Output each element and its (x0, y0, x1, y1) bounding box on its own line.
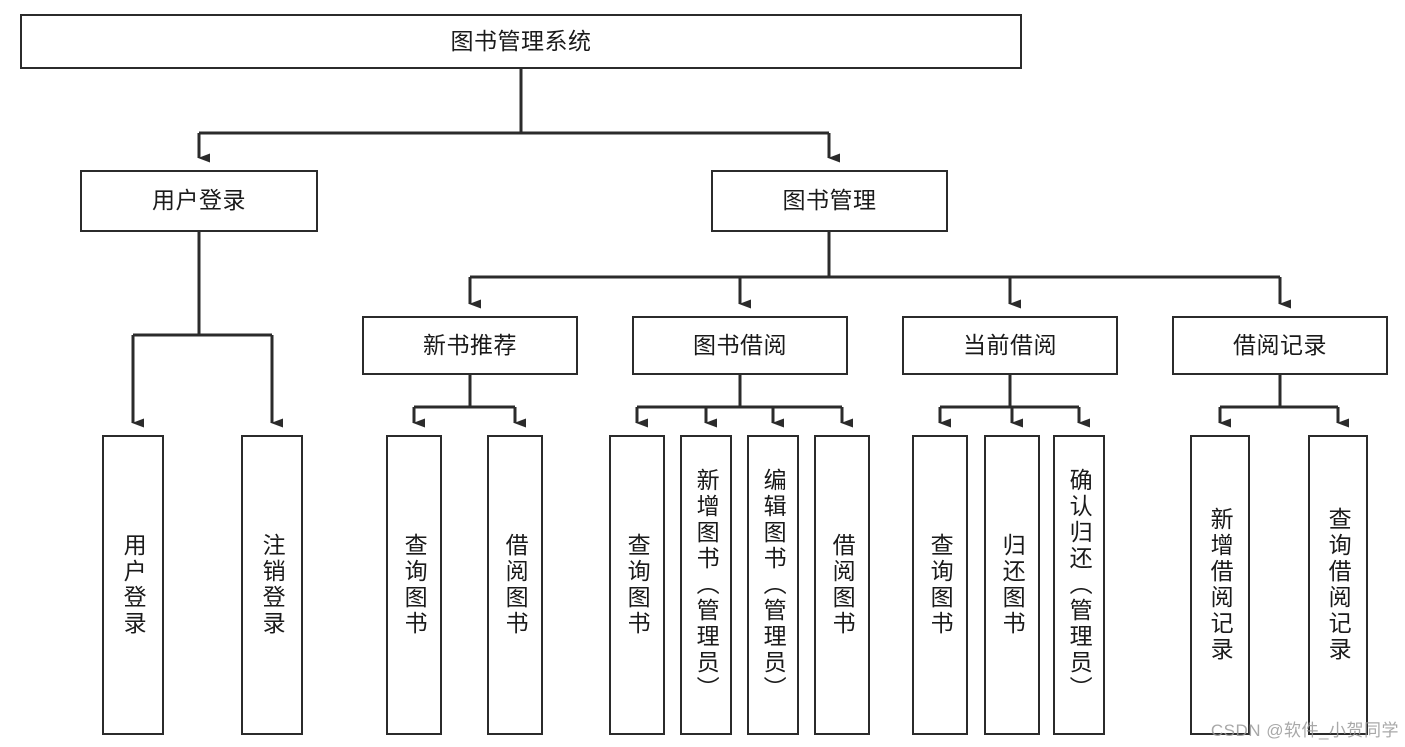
leaf-edit-book-admin[interactable]: 编辑图书（管理员） (747, 435, 799, 735)
leaf-borrow-book[interactable]: 借阅图书 (814, 435, 870, 735)
node-user-login[interactable]: 用户登录 (80, 170, 318, 232)
node-label: 新增图书（管理员） (693, 468, 720, 702)
node-label: 图书管理系统 (450, 27, 592, 54)
node-label: 查询借阅记录 (1325, 507, 1352, 663)
node-label: 查询图书 (401, 533, 428, 637)
node-label: 查询图书 (927, 533, 954, 637)
node-label: 借阅记录 (1233, 331, 1327, 358)
node-label: 当前借阅 (963, 331, 1057, 358)
node-book-management[interactable]: 图书管理 (711, 170, 948, 232)
node-label: 编辑图书（管理员） (760, 468, 787, 702)
node-label: 注销登录 (259, 533, 286, 637)
node-label: 借阅图书 (502, 533, 529, 637)
node-label: 查询图书 (624, 533, 651, 637)
node-root-system[interactable]: 图书管理系统 (20, 14, 1022, 69)
leaf-logout-login[interactable]: 注销登录 (241, 435, 303, 735)
leaf-add-book-admin[interactable]: 新增图书（管理员） (680, 435, 732, 735)
leaf-confirm-return-admin[interactable]: 确认归还（管理员） (1053, 435, 1105, 735)
leaf-query-book-newbook[interactable]: 查询图书 (386, 435, 442, 735)
leaf-return-book[interactable]: 归还图书 (984, 435, 1040, 735)
node-borrow-record[interactable]: 借阅记录 (1172, 316, 1388, 375)
node-current-borrow[interactable]: 当前借阅 (902, 316, 1118, 375)
node-label: 归还图书 (999, 533, 1026, 637)
leaf-user-login[interactable]: 用户登录 (102, 435, 164, 735)
node-label: 用户登录 (120, 533, 147, 637)
node-label: 确认归还（管理员） (1066, 468, 1093, 702)
leaf-query-book-current[interactable]: 查询图书 (912, 435, 968, 735)
leaf-borrow-book-newbook[interactable]: 借阅图书 (487, 435, 543, 735)
leaf-query-borrow-record[interactable]: 查询借阅记录 (1308, 435, 1368, 735)
node-book-borrow[interactable]: 图书借阅 (632, 316, 848, 375)
node-label: 借阅图书 (829, 533, 856, 637)
node-label: 图书借阅 (693, 331, 787, 358)
node-new-book-recommend[interactable]: 新书推荐 (362, 316, 578, 375)
node-label: 新书推荐 (423, 331, 517, 358)
leaf-query-book-borrow[interactable]: 查询图书 (609, 435, 665, 735)
node-label: 用户登录 (152, 187, 246, 214)
node-label: 新增借阅记录 (1207, 507, 1234, 663)
node-label: 图书管理 (782, 187, 877, 214)
leaf-add-borrow-record[interactable]: 新增借阅记录 (1190, 435, 1250, 735)
